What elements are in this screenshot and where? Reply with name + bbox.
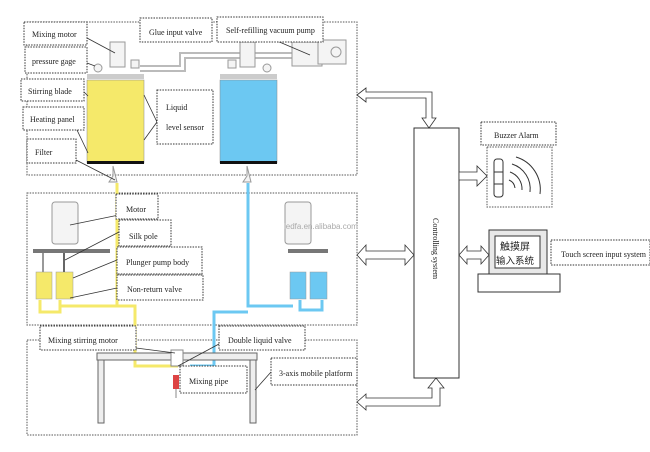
label-motor: Motor [115, 193, 159, 220]
pump-unit-a [33, 201, 110, 300]
svg-text:Mixing pipe: Mixing pipe [189, 377, 229, 386]
leader-lines [64, 37, 311, 391]
label-non-return-valve: Non-return valve [116, 274, 204, 301]
glue-b-pipe [212, 183, 324, 366]
label-3-axis-platform: 3-axis mobile platform [270, 357, 358, 386]
svg-text:Silk pole: Silk pole [129, 232, 158, 241]
label-mixing-stirring-motor: Mixing stirring motor [39, 325, 137, 351]
label-buzzer-alarm: Buzzer Alarm [480, 121, 557, 146]
label-filter: Filter [26, 138, 77, 164]
svg-text:Stirring blade: Stirring blade [28, 87, 72, 96]
glue-tank-a [86, 41, 145, 183]
controlling-system-box: Controlling system [413, 127, 460, 379]
pump-unit-b [284, 201, 328, 300]
glue-tank-b [219, 41, 278, 183]
svg-text:Self-refilling vacuum pump: Self-refilling vacuum pump [226, 26, 315, 35]
label-pressure-gage: pressure gage [24, 46, 88, 74]
label-double-liquid-valve: Double liquid valve [218, 325, 306, 351]
touch-screen-icon: 触摸屏 输入系统 [477, 229, 561, 293]
svg-text:level sensor: level sensor [166, 123, 204, 132]
label-plunger-pump-body: Plunger pump body [116, 246, 203, 275]
label-stirring-blade: Stirring blade [20, 78, 85, 102]
label-heating-panel: Heating panel [22, 106, 85, 131]
watermark: ledfa.en.alibaba.com [284, 222, 358, 231]
touch-screen-double-arrow [458, 244, 490, 266]
label-liquid-level-sensor: Liquid level sensor [156, 89, 214, 145]
svg-text:Plunger pump body: Plunger pump body [126, 258, 189, 267]
top-bend-arrow [356, 87, 437, 129]
svg-text:pressure gage: pressure gage [32, 57, 76, 66]
label-vacuum-pump: Self-refilling vacuum pump [216, 16, 324, 43]
svg-text:Glue input valve: Glue input valve [149, 28, 203, 37]
svg-text:Controlling system: Controlling system [431, 218, 440, 280]
svg-text:Buzzer Alarm: Buzzer Alarm [494, 131, 539, 140]
svg-text:Heating panel: Heating panel [30, 115, 75, 124]
label-glue-input-valve: Glue input valve [139, 17, 213, 43]
platform-section-box [26, 339, 358, 436]
middle-double-arrow [356, 243, 415, 267]
arrows [356, 87, 490, 411]
svg-text:Double liquid valve: Double liquid valve [228, 336, 292, 345]
buzzer-arrow [458, 165, 488, 187]
svg-text:Touch screen input system: Touch screen input system [561, 250, 647, 259]
svg-text:触摸屏: 触摸屏 [500, 240, 530, 253]
bottom-bend-arrow [356, 377, 445, 411]
svg-text:Mixing stirring motor: Mixing stirring motor [48, 336, 118, 345]
pump-section-box [26, 192, 358, 326]
vacuum-pipe [140, 52, 300, 72]
label-silk-pole: Silk pole [118, 219, 172, 247]
svg-text:输入系统: 输入系统 [496, 255, 535, 267]
vacuum-pump-icon [291, 39, 347, 67]
svg-text:Filter: Filter [35, 148, 53, 157]
mobile-platform [96, 349, 258, 424]
svg-text:Mixing motor: Mixing motor [32, 30, 77, 39]
buzzer-alarm-icon [486, 146, 553, 208]
svg-text:Non-return valve: Non-return valve [127, 285, 182, 294]
label-mixing-pipe: Mixing pipe [179, 365, 248, 394]
svg-text:Liquid: Liquid [166, 103, 187, 112]
svg-text:3-axis mobile platform: 3-axis mobile platform [279, 369, 353, 378]
svg-text:Motor: Motor [126, 205, 146, 214]
label-touch-screen: Touch screen input system [550, 239, 650, 266]
label-mixing-motor: Mixing motor [23, 21, 88, 46]
